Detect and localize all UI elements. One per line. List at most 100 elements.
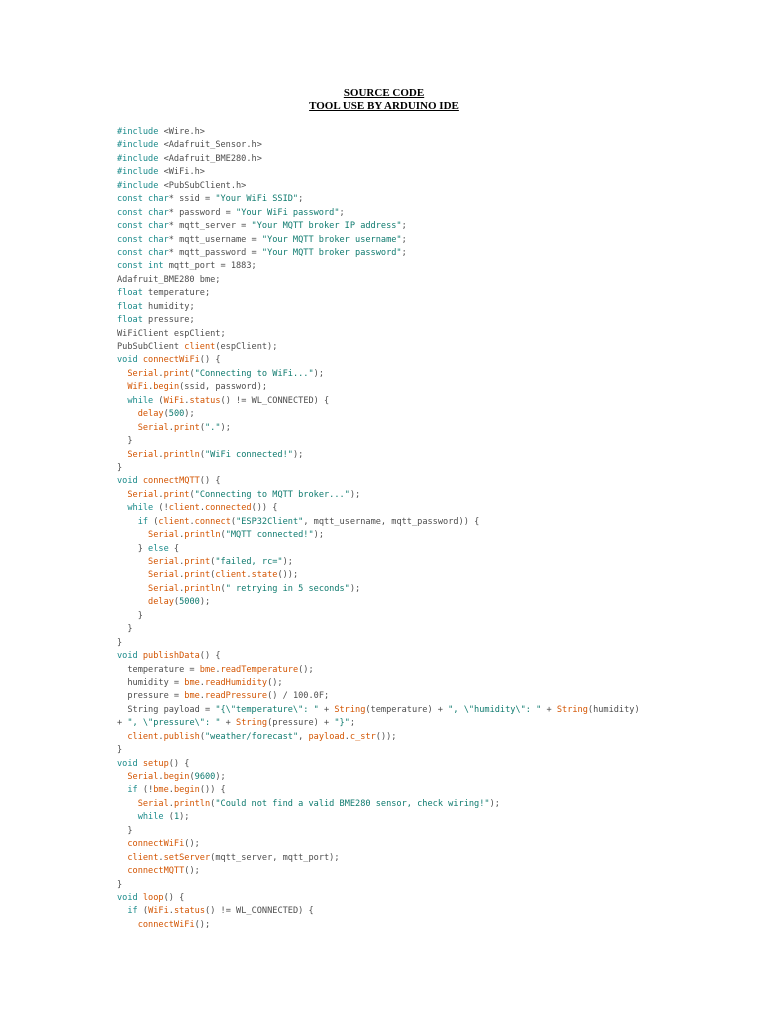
code-token: readHumidity bbox=[204, 677, 268, 688]
code-token: const char bbox=[117, 221, 169, 232]
code-token: ( bbox=[137, 906, 149, 917]
code-line: #include <PubSubClient.h> bbox=[117, 180, 757, 193]
code-token: connect bbox=[194, 516, 231, 527]
code-token: * password = bbox=[168, 207, 237, 218]
code-token: * mqtt_password = bbox=[168, 247, 262, 258]
code-token: { bbox=[168, 543, 180, 554]
code-token: ()) { bbox=[199, 785, 226, 796]
code-token: PubSubClient bbox=[117, 342, 185, 352]
code-token: 5000 bbox=[179, 597, 200, 608]
code-token: setServer bbox=[163, 852, 211, 863]
code-line: pressure = bme.readPressure() / 100.0F; bbox=[117, 690, 757, 703]
code-token: connectWiFi bbox=[142, 355, 200, 366]
code-line: Serial.print("Connecting to MQTT broker.… bbox=[117, 489, 757, 502]
code-token bbox=[117, 597, 148, 607]
code-line: } bbox=[117, 744, 757, 757]
code-token: println bbox=[173, 798, 211, 809]
code-line: const char* mqtt_password = "Your MQTT b… bbox=[117, 247, 757, 260]
code-token: ( bbox=[210, 557, 216, 567]
code-line: const char* password = "Your WiFi passwo… bbox=[117, 207, 757, 220]
code-line: } bbox=[117, 435, 757, 448]
code-token: Serial bbox=[127, 489, 159, 500]
code-token: humidity = bbox=[117, 677, 185, 688]
code-token: ); bbox=[184, 409, 195, 420]
code-token: } bbox=[117, 436, 133, 447]
code-token: void bbox=[117, 758, 143, 769]
code-token: () { bbox=[163, 892, 185, 903]
code-token: WiFi bbox=[163, 395, 185, 406]
code-token: + bbox=[220, 718, 237, 729]
code-token: ", \"humidity\": " bbox=[448, 704, 542, 715]
code-token bbox=[117, 503, 127, 513]
code-token: ; bbox=[339, 207, 345, 218]
code-token: Serial bbox=[148, 570, 180, 581]
code-token: print bbox=[184, 557, 211, 567]
code-token: ( bbox=[189, 489, 195, 500]
code-token: begin bbox=[163, 772, 190, 782]
code-token: . bbox=[344, 731, 350, 742]
code-token: "Connecting to MQTT broker..." bbox=[194, 489, 350, 500]
code-line: const char* mqtt_server = "Your MQTT bro… bbox=[117, 220, 757, 233]
code-token: temperature = bbox=[117, 664, 200, 675]
code-token: ); bbox=[313, 368, 325, 379]
code-token: " retrying in 5 seconds" bbox=[225, 583, 350, 594]
code-token: ( bbox=[199, 731, 205, 742]
code-token: ()); bbox=[277, 570, 299, 581]
code-token: connected bbox=[205, 503, 252, 514]
code-token: ( bbox=[163, 409, 169, 420]
code-token: void bbox=[117, 355, 143, 366]
source-code-block: #include <Wire.h>#include <Adafruit_Sens… bbox=[117, 126, 757, 932]
code-token: (! bbox=[137, 785, 154, 796]
code-token: String payload = bbox=[117, 704, 216, 715]
code-token: Serial bbox=[127, 449, 159, 460]
code-token: WiFiClient espClient; bbox=[117, 328, 226, 339]
code-token: Serial bbox=[137, 422, 169, 433]
code-line: humidity = bme.readHumidity(); bbox=[117, 677, 757, 690]
code-line: const char* ssid = "Your WiFi SSID"; bbox=[117, 193, 757, 206]
code-token: () { bbox=[168, 758, 190, 769]
code-token: (); bbox=[184, 866, 200, 877]
code-line: connectMQTT(); bbox=[117, 865, 757, 878]
code-line: void connectWiFi() { bbox=[117, 354, 757, 367]
code-token: ()); bbox=[375, 731, 397, 742]
code-line: WiFiClient espClient; bbox=[117, 328, 757, 341]
code-token: . bbox=[158, 852, 164, 863]
code-token: readTemperature bbox=[220, 664, 299, 675]
code-token: } bbox=[117, 624, 133, 635]
code-token: "MQTT connected!" bbox=[225, 530, 314, 541]
code-token: Serial bbox=[148, 583, 180, 594]
code-token: . bbox=[168, 798, 174, 809]
code-token: ; bbox=[401, 221, 407, 232]
code-token bbox=[117, 396, 127, 406]
code-token: connectWiFi bbox=[127, 839, 185, 850]
code-token: . bbox=[158, 368, 164, 379]
code-token: . bbox=[184, 395, 190, 406]
code-token: println bbox=[184, 583, 221, 594]
code-line: while (1); bbox=[117, 811, 757, 824]
code-line: while (!client.connected()) { bbox=[117, 502, 757, 515]
code-token bbox=[117, 732, 127, 742]
document-title: SOURCE CODE bbox=[343, 87, 425, 99]
code-token: ()) { bbox=[251, 503, 278, 514]
code-token: . bbox=[148, 382, 154, 393]
code-token: ); bbox=[292, 449, 304, 460]
code-token: print bbox=[173, 422, 200, 433]
code-token: ; bbox=[349, 718, 356, 729]
code-token: client bbox=[184, 342, 216, 352]
code-token: String bbox=[334, 704, 366, 715]
code-line: Serial.print(client.state()); bbox=[117, 569, 757, 582]
code-line: PubSubClient client(espClient); bbox=[117, 341, 757, 354]
code-line: if (!bme.begin()) { bbox=[117, 784, 757, 797]
code-token: (! bbox=[153, 503, 169, 514]
code-line: String payload = "{\"temperature\": " + … bbox=[117, 704, 757, 717]
code-line: while (WiFi.status() != WL_CONNECTED) { bbox=[117, 395, 757, 408]
code-token: const char bbox=[117, 194, 169, 205]
code-token bbox=[117, 839, 127, 849]
code-token: (); bbox=[298, 664, 314, 675]
code-token: delay bbox=[148, 597, 174, 608]
code-token: client bbox=[215, 570, 247, 581]
code-token: ( bbox=[189, 368, 195, 379]
code-line: } bbox=[117, 623, 757, 636]
code-token: float bbox=[117, 288, 143, 299]
code-token: . bbox=[168, 906, 174, 917]
